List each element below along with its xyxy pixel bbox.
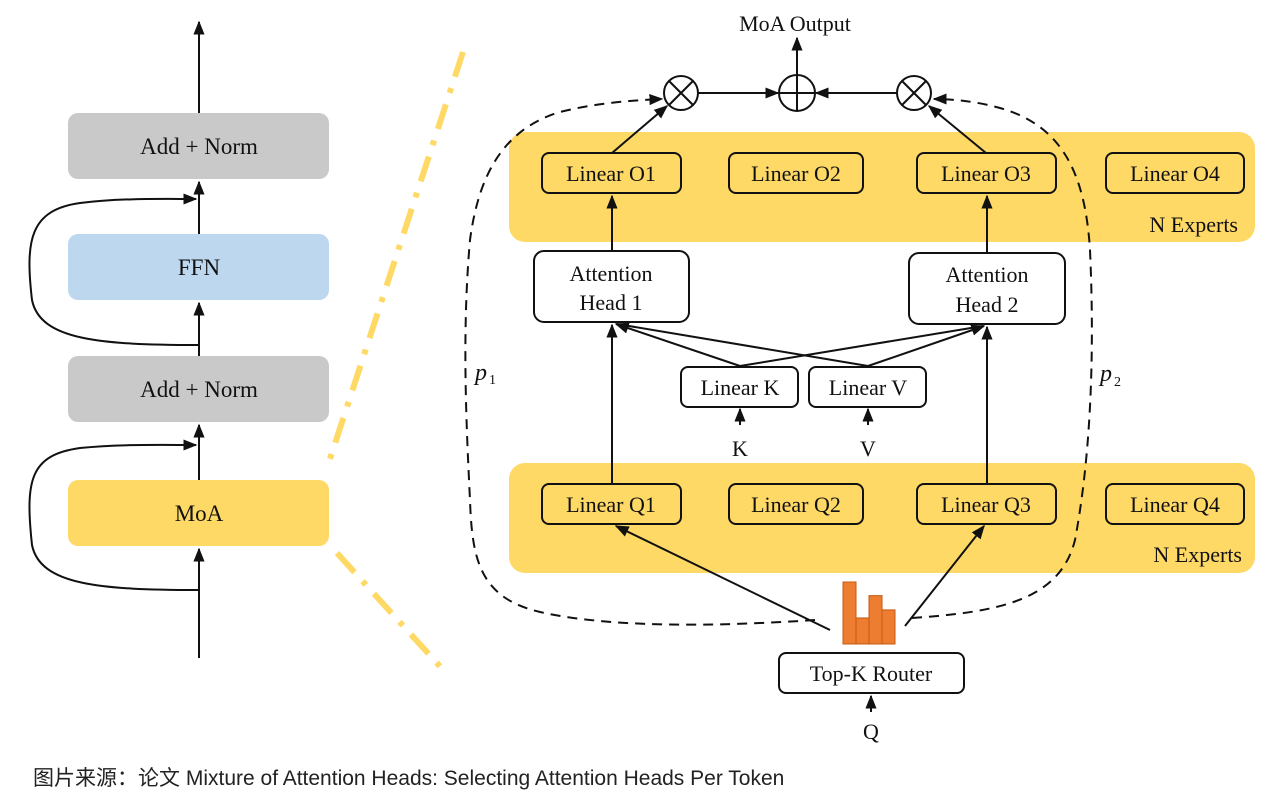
svg-text:Linear K: Linear K [701, 375, 780, 400]
v-to-head1-line [616, 323, 869, 367]
k-to-head1-arrow [614, 322, 741, 367]
o1-to-mult1-arrow [611, 105, 669, 154]
linear-k: Linear K [680, 366, 799, 408]
svg-text:p: p [1098, 361, 1112, 387]
router-to-q1-arrow [614, 525, 831, 631]
zoom-divider-upper [324, 51, 466, 469]
attention-head-1: Attention Head 1 [533, 250, 690, 323]
transformer-layer: Add + Norm FFN Add + Norm MoA [28, 20, 329, 658]
svg-text:Linear V: Linear V [829, 375, 908, 400]
add-norm-bottom-label: Add + Norm [140, 377, 258, 402]
router-score-bar-2 [855, 617, 870, 645]
svg-text:Linear Q1: Linear Q1 [566, 492, 656, 517]
moa-residual-arrow [28, 439, 200, 591]
v-input-label: V [860, 436, 876, 461]
router-score-bar-1 [842, 581, 857, 645]
o3-to-mult2-arrow [927, 105, 987, 154]
linear-q1: Linear Q1 [541, 483, 682, 525]
linear-o3: Linear O3 [916, 152, 1057, 194]
v-to-head2-arrow [867, 324, 986, 367]
gate-p2-label: p 2 [1098, 361, 1121, 390]
svg-text:Linear O3: Linear O3 [941, 161, 1031, 186]
output-experts-label: N Experts [1149, 212, 1238, 237]
router-to-q3-arrow [904, 524, 985, 627]
q-input-label: Q [863, 719, 879, 744]
svg-text:Head 1: Head 1 [580, 290, 643, 315]
ffn-label: FFN [178, 255, 221, 280]
svg-text:Linear O1: Linear O1 [566, 161, 656, 186]
linear-o4: Linear O4 [1105, 152, 1245, 194]
svg-text:Linear Q3: Linear Q3 [941, 492, 1031, 517]
query-experts-label: N Experts [1153, 542, 1242, 567]
svg-text:2: 2 [1114, 375, 1121, 390]
svg-text:Attention: Attention [945, 262, 1028, 287]
multiply-op-2 [896, 75, 932, 111]
gate-p1-dashed-arrow [464, 93, 816, 626]
add-norm-block-bottom [68, 356, 329, 422]
k-input-label: K [732, 436, 748, 461]
query-experts-band [509, 463, 1255, 573]
svg-text:1: 1 [489, 373, 496, 388]
router-score-bar-3 [868, 595, 883, 645]
router-score-bars [842, 581, 896, 645]
gate-p1-label: p 1 [473, 360, 496, 388]
add-norm-block-top [68, 113, 329, 179]
svg-text:Head 2: Head 2 [956, 292, 1019, 317]
moa-label: MoA [175, 501, 224, 526]
attention-head-2: Attention Head 2 [908, 252, 1066, 325]
gate-p2-dashed-arrow [911, 93, 1093, 619]
k-to-head2-line [739, 325, 984, 367]
ffn-block [68, 234, 329, 300]
router-score-bar-4 [881, 609, 896, 645]
figure-caption: 图片来源：论文 Mixture of Attention Heads: Sele… [33, 767, 785, 790]
linear-o2: Linear O2 [728, 152, 864, 194]
moa-block [68, 480, 329, 546]
svg-text:p: p [473, 360, 487, 386]
sum-op [778, 74, 816, 112]
svg-text:Linear O2: Linear O2 [751, 161, 841, 186]
linear-o1: Linear O1 [541, 152, 682, 194]
top-k-router: Top-K Router [778, 652, 965, 694]
linear-v: Linear V [808, 366, 927, 408]
svg-text:Attention: Attention [569, 261, 652, 286]
multiply-op-1 [663, 75, 699, 111]
zoom-divider-lower [334, 550, 449, 676]
linear-q2: Linear Q2 [728, 483, 864, 525]
svg-text:Linear O4: Linear O4 [1130, 161, 1220, 186]
moa-output-label: MoA Output [739, 11, 851, 36]
add-norm-top-label: Add + Norm [140, 134, 258, 159]
svg-text:Top-K Router: Top-K Router [810, 661, 933, 686]
ffn-residual-arrow [28, 193, 200, 346]
linear-q4: Linear Q4 [1105, 483, 1245, 525]
svg-text:Linear Q2: Linear Q2 [751, 492, 841, 517]
svg-text:Linear Q4: Linear Q4 [1130, 492, 1220, 517]
linear-q3: Linear Q3 [916, 483, 1057, 525]
